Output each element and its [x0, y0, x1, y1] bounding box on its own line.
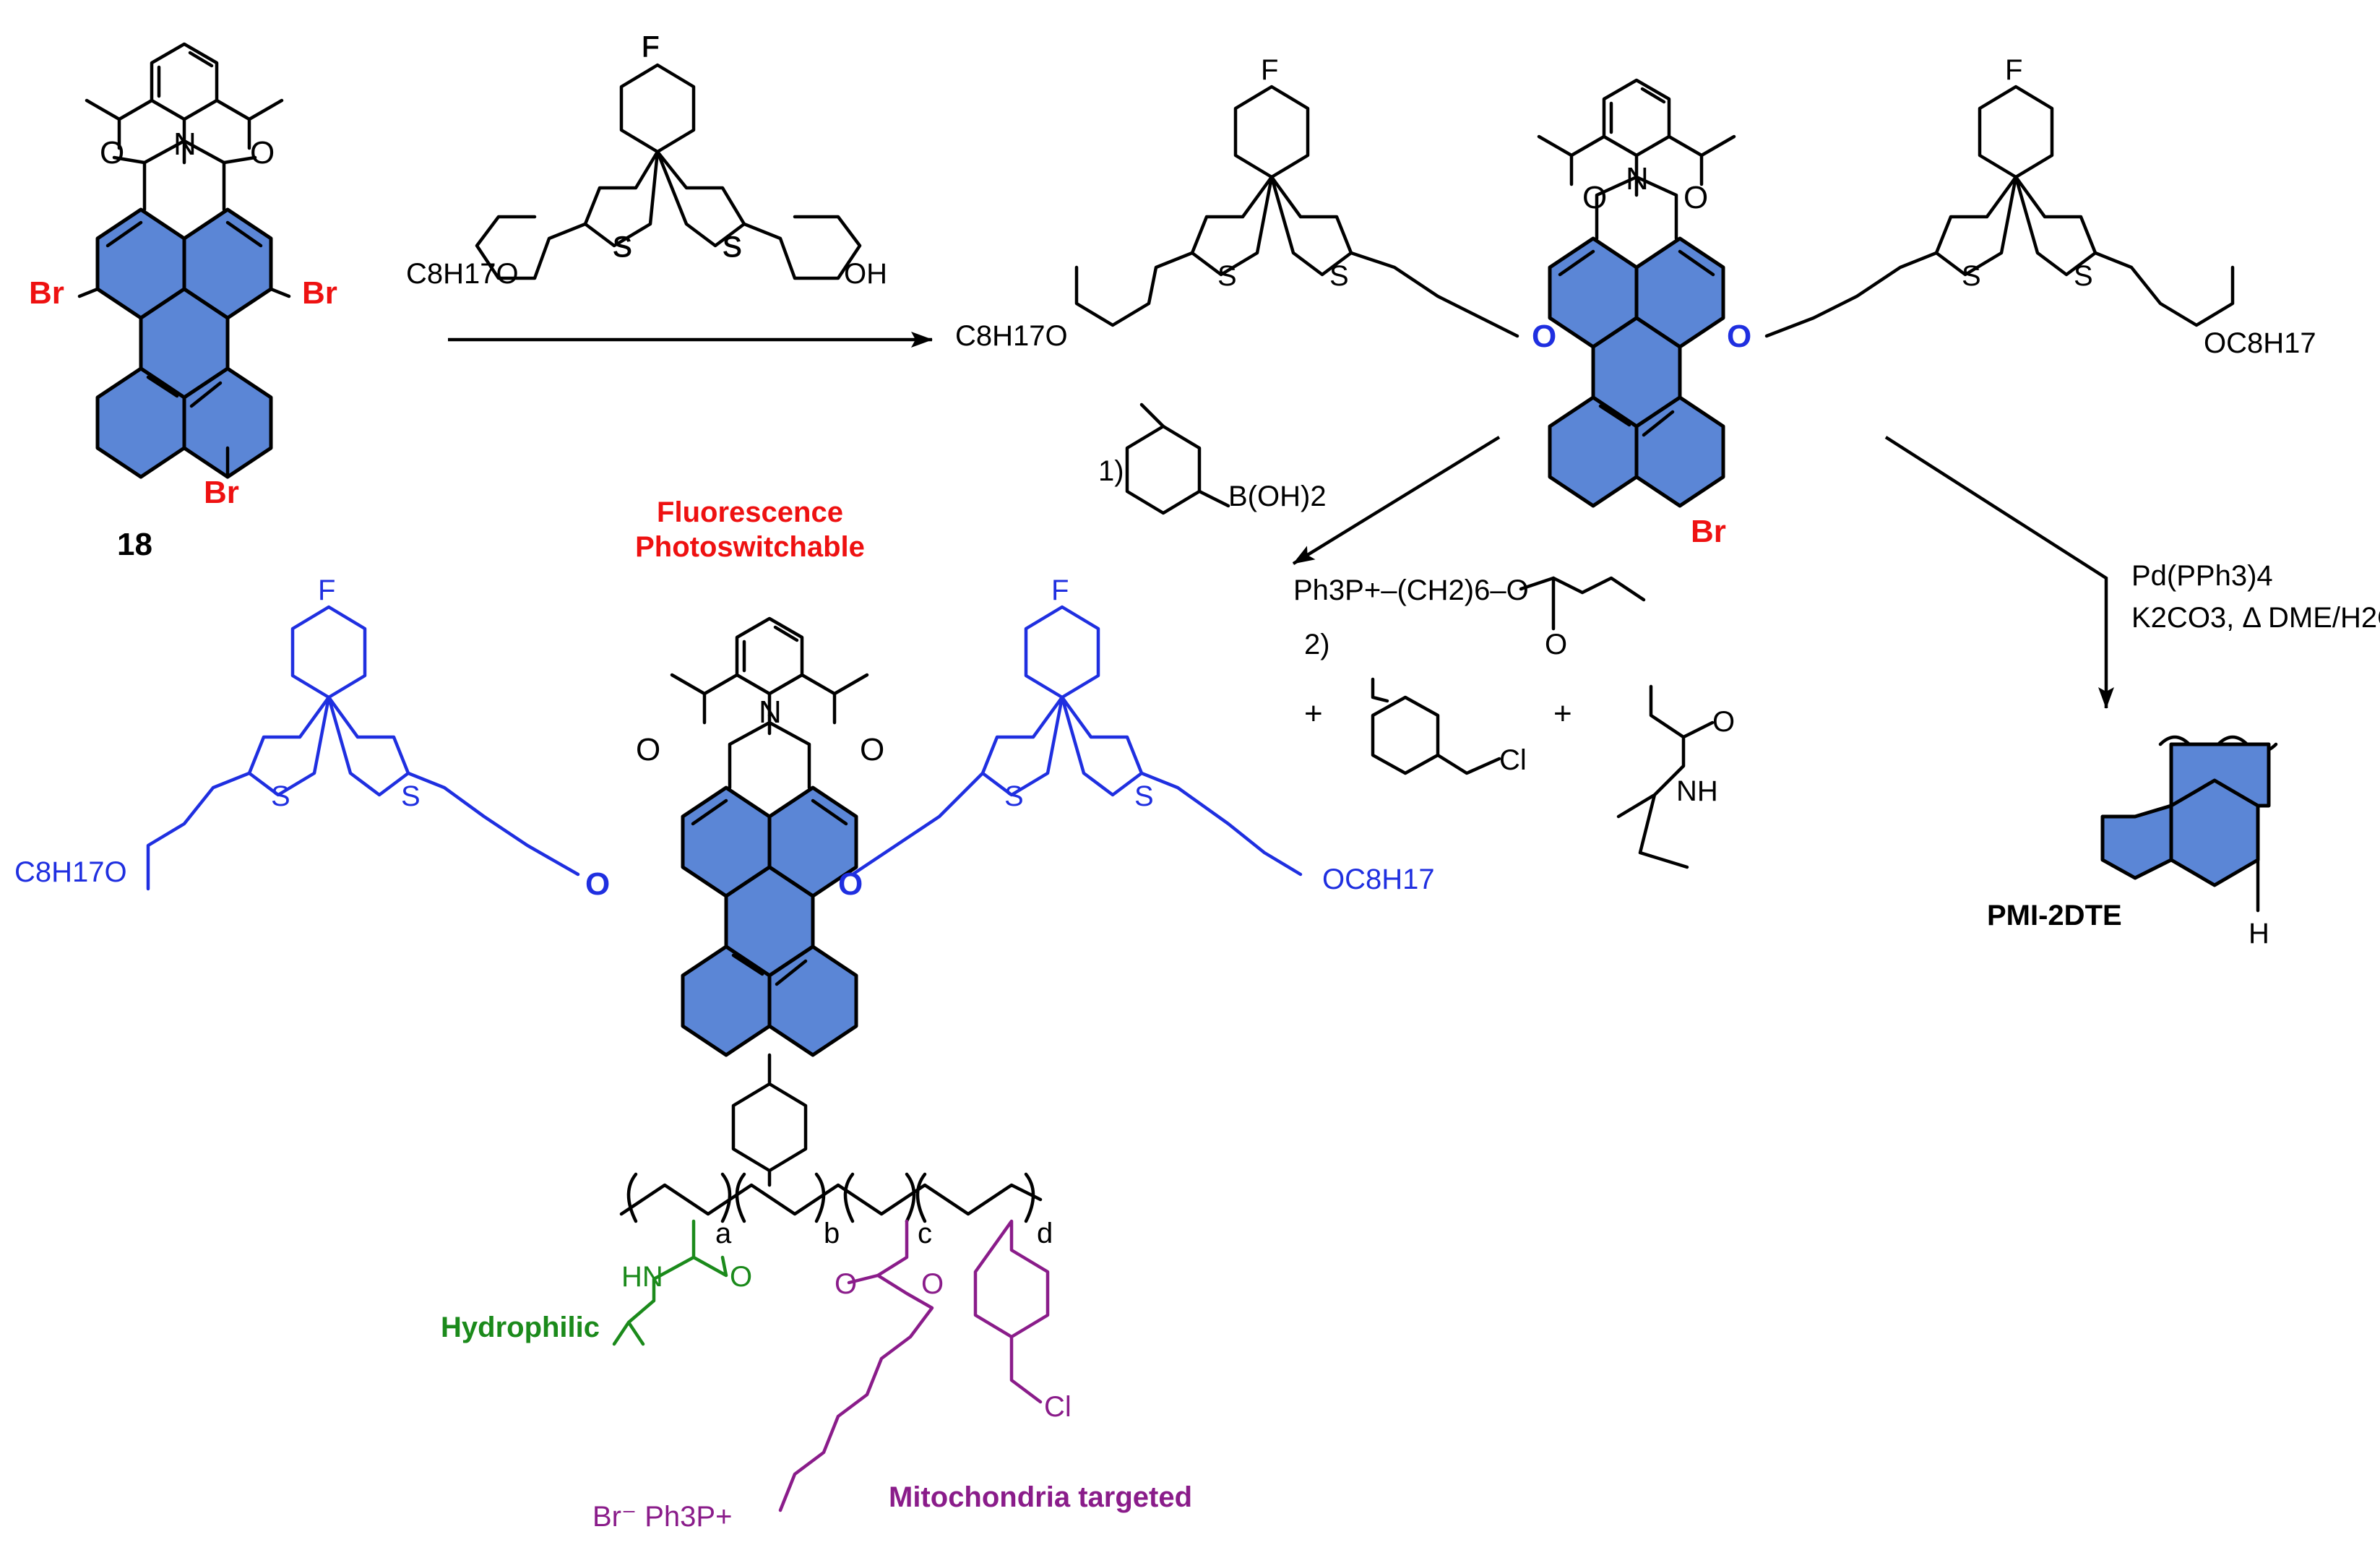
sulfur-right-label: S — [723, 231, 742, 263]
product-label-pmi-2dte: PMI-2DTE — [1987, 900, 2122, 931]
tpp-bromide: Br⁻ Ph3P+ — [592, 1501, 732, 1533]
polymer-title-line-1: Fluorescence — [657, 496, 843, 528]
intermediate-compound: O O N O O Br F S S F S S C8H17O OC8H17 — [955, 54, 2316, 549]
condition-catalyst: Pd(PPh3)4 — [2131, 560, 2273, 592]
poly-imide-N: N — [759, 694, 782, 730]
side-route: Pd(PPh3)4 K2CO3, Δ DME/H2O H PMI-2DTE — [1987, 560, 2380, 950]
polymer-product: Fluorescence Photoswitchable O O N O O F… — [14, 496, 1435, 1533]
bromine-bottom: Br — [204, 475, 239, 510]
int-sulfur-left-b: S — [1329, 260, 1349, 292]
subscript-d: d — [1037, 1218, 1053, 1249]
plus-sign-1: + — [1304, 696, 1323, 731]
reaction-arrow-2 — [1292, 436, 1501, 565]
poly-ether-O-left: O — [585, 866, 610, 902]
benzyl-chloride-Cl: Cl — [1499, 744, 1527, 776]
polymer-title-line-2: Photoswitchable — [635, 531, 865, 563]
poly-sulfur-3: S — [1004, 780, 1024, 812]
int-octyloxy-left: C8H17O — [955, 320, 1068, 352]
int-fluorine-right: F — [2005, 54, 2022, 86]
step-2-reagent: Ph3P+–(CH2)6–O — [1293, 574, 1529, 606]
bromine-right: Br — [302, 275, 337, 311]
plus-sign-2: + — [1553, 696, 1572, 731]
acrylamide-O: O — [1712, 706, 1735, 738]
sulfur-left-label: S — [613, 231, 632, 263]
imide-nitrogen: N — [173, 126, 197, 162]
int-sulfur-left-a: S — [1217, 260, 1237, 292]
poly-sulfur-2: S — [401, 780, 421, 812]
pmi-hydrogen: H — [2249, 918, 2269, 950]
int-octyloxy-right: OC8H17 — [2204, 327, 2316, 359]
subscript-a: a — [715, 1218, 732, 1249]
nipam-NH: HN — [621, 1261, 663, 1293]
reagent-hydroxyl: OH — [844, 258, 887, 290]
poly-octyloxy-left: C8H17O — [14, 856, 127, 888]
compound-18: O O N Br Br Br 18 — [29, 44, 337, 562]
int-sulfur-right-b: S — [2074, 260, 2093, 292]
imide-oxygen-right: O — [250, 135, 275, 171]
int-sulfur-right-a: S — [1962, 260, 1981, 292]
int-ether-O-right: O — [1727, 319, 1751, 354]
compound-number: 18 — [117, 527, 152, 562]
poly-octyloxy-right: OC8H17 — [1322, 864, 1435, 895]
bromine-left: Br — [29, 275, 64, 311]
step-2-number: 2) — [1304, 629, 1330, 660]
poly-ether-O-right: O — [838, 866, 863, 902]
mitochondria-label: Mitochondria targeted — [889, 1481, 1192, 1513]
fluorine-label: F — [642, 31, 659, 63]
dte-reagent: F S S C8H17O OH — [406, 31, 887, 290]
int-imide-O-right: O — [1683, 180, 1708, 215]
poly-fluorine-left: F — [318, 574, 335, 606]
reaction-arrow-3 — [1884, 436, 2114, 709]
step-1-number: 1) — [1098, 455, 1124, 487]
hydrophilic-label: Hydrophilic — [441, 1312, 600, 1343]
imide-oxygen-left: O — [100, 135, 124, 171]
step-1-boronic-acid: B(OH)2 — [1228, 481, 1327, 512]
ester-O: O — [921, 1268, 944, 1300]
int-imide-N: N — [1626, 161, 1649, 197]
condition-base-solvent: K2CO3, Δ DME/H2O — [2131, 602, 2380, 634]
poly-sulfur-1: S — [271, 780, 290, 812]
subscript-b: b — [824, 1218, 840, 1249]
int-ether-O-left: O — [1532, 319, 1556, 354]
int-fluorine-left: F — [1261, 54, 1278, 86]
subscript-c: c — [918, 1218, 932, 1249]
poly-sulfur-4: S — [1134, 780, 1154, 812]
int-imide-O-left: O — [1582, 180, 1607, 215]
benzyl-Cl: Cl — [1044, 1391, 1072, 1423]
poly-fluorine-right: F — [1051, 574, 1069, 606]
step-reagents: 1) B(OH)2 Ph3P+–(CH2)6–O 2) O + Cl + O N… — [1098, 402, 1735, 869]
ester-carbonyl-O: O — [835, 1268, 857, 1300]
poly-imide-O-right: O — [860, 732, 884, 767]
acrylamide-NH: NH — [1676, 775, 1718, 807]
reagent-octyloxy: C8H17O — [406, 258, 519, 290]
poly-imide-O-left: O — [636, 732, 660, 767]
nipam-O: O — [730, 1261, 752, 1293]
int-bromine: Br — [1691, 514, 1726, 549]
acrylate-carbonyl-O: O — [1545, 629, 1567, 660]
